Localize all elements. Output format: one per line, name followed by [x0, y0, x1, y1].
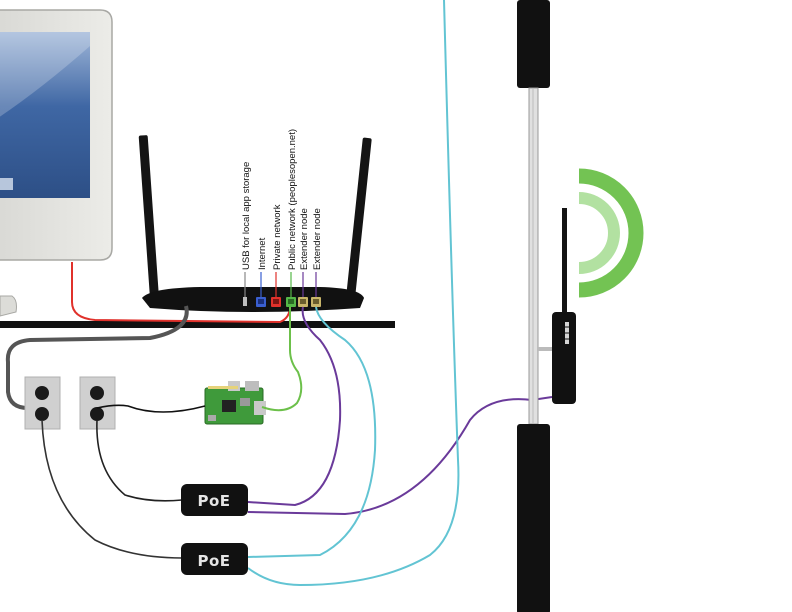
router-power-cable	[5, 305, 189, 410]
raspberry-pi-board	[204, 381, 266, 425]
public-network-cable	[261, 307, 303, 412]
poe-label-2: PoE	[197, 552, 230, 570]
port-label-internet: Internet	[257, 237, 268, 270]
port-labels: USB for local app storage Internet Priva…	[241, 129, 323, 270]
poe-1-power-cable	[96, 419, 183, 502]
extender-cable-1	[247, 306, 342, 507]
computer-monitor	[0, 9, 113, 317]
window-frame	[517, 0, 552, 612]
usb-port	[243, 297, 247, 306]
monitor-screen	[0, 32, 90, 198]
poe-injector-1: PoE	[181, 484, 248, 516]
desk-shelf	[0, 321, 395, 328]
screen-taskbar	[0, 178, 13, 190]
port-label-public-network: Public network (peoplesopen.net)	[287, 129, 298, 270]
router	[138, 135, 372, 312]
pi-power-cable	[96, 404, 206, 413]
port-label-extender-2: Extender node	[312, 208, 323, 270]
extender-cable-2	[247, 306, 377, 558]
extender-node-data-cable	[247, 396, 553, 516]
port-leader-lines	[244, 272, 317, 297]
poe-label-1: PoE	[197, 492, 230, 510]
port-label-usb: USB for local app storage	[241, 162, 252, 270]
port-label-private-network: Private network	[272, 204, 283, 270]
port-label-extender-1: Extender node	[299, 208, 310, 270]
outdoor-cable	[247, 0, 460, 587]
outdoor-extender-node	[552, 208, 576, 404]
wifi-signal-icon	[578, 168, 644, 298]
poe-2-power-cable	[41, 419, 183, 559]
poe-injector-2: PoE	[181, 543, 248, 575]
router-antenna-left	[138, 135, 159, 299]
router-antenna-right	[346, 137, 372, 299]
extender-antenna	[562, 208, 567, 314]
